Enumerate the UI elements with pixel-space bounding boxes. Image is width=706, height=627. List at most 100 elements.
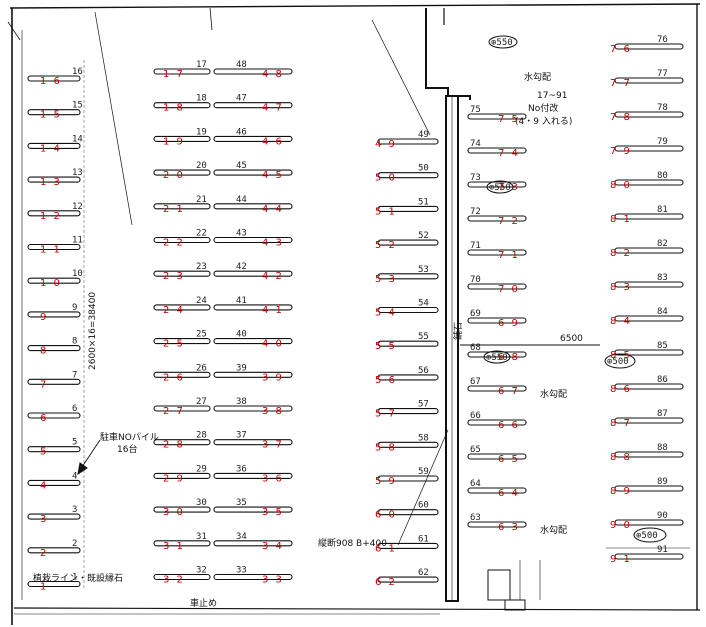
parking-number-11: 1 1 bbox=[40, 245, 62, 256]
parking-stall-85 bbox=[614, 349, 684, 356]
parking-stall-88 bbox=[614, 451, 684, 458]
drain-lower: 水勾配 bbox=[540, 524, 567, 536]
stall-label-90: 90 bbox=[657, 511, 668, 521]
stall-label-14: 14 bbox=[72, 134, 83, 144]
stall-label-50: 50 bbox=[418, 164, 429, 174]
parking-number-27: 2 7 bbox=[163, 406, 185, 417]
parking-number-6: 6 bbox=[40, 413, 48, 424]
stall-label-31: 31 bbox=[196, 532, 207, 542]
stall-label-41: 41 bbox=[236, 296, 247, 306]
stall-label-11: 11 bbox=[72, 236, 83, 246]
parking-number-33: 3 3 bbox=[262, 575, 284, 586]
parking-number-17: 1 7 bbox=[163, 69, 185, 80]
stall-label-47: 47 bbox=[236, 94, 247, 104]
parking-stall-50 bbox=[377, 172, 439, 179]
stall-label-77: 77 bbox=[657, 69, 668, 79]
parking-number-81: 8 1 bbox=[610, 214, 632, 225]
parking-stall-61 bbox=[377, 542, 439, 549]
parking-number-29: 2 9 bbox=[163, 473, 185, 484]
stall-label-67: 67 bbox=[470, 377, 481, 387]
parking-number-32: 3 2 bbox=[163, 575, 185, 586]
parking-number-70: 7 0 bbox=[498, 284, 520, 295]
stall-label-7: 7 bbox=[72, 370, 77, 380]
parking-stall-67 bbox=[467, 385, 527, 392]
parking-number-88: 8 8 bbox=[610, 452, 632, 463]
drain-mid: 水勾配 bbox=[540, 388, 567, 400]
parking-stall-13 bbox=[27, 176, 81, 183]
stall-label-33: 33 bbox=[236, 566, 247, 576]
stall-label-4: 4 bbox=[72, 471, 77, 481]
stall-label-39: 39 bbox=[236, 363, 247, 373]
parking-stall-40 bbox=[213, 338, 293, 345]
parking-number-16: 1 6 bbox=[40, 76, 62, 87]
parking-stall-12 bbox=[27, 210, 81, 217]
drain-top: 水勾配 bbox=[524, 71, 551, 83]
stall-label-22: 22 bbox=[196, 229, 207, 239]
parking-number-68: 6 8 bbox=[498, 352, 520, 363]
stall-label-15: 15 bbox=[72, 101, 83, 111]
parking-number-71: 7 1 bbox=[498, 250, 520, 261]
parking-number-54: 5 4 bbox=[375, 308, 397, 319]
svg-text:⊕550: ⊕550 bbox=[489, 183, 511, 193]
badge-top: ⊕550 bbox=[488, 35, 518, 49]
parking-number-1: 1 bbox=[40, 582, 48, 593]
parking-stall-38 bbox=[213, 405, 293, 412]
parking-stall-89 bbox=[614, 485, 684, 492]
parking-number-82: 8 2 bbox=[610, 248, 632, 259]
parking-stall-59 bbox=[377, 475, 439, 482]
parking-number-52: 5 2 bbox=[375, 240, 397, 251]
stall-label-81: 81 bbox=[657, 205, 668, 215]
parking-number-77: 7 7 bbox=[610, 78, 632, 89]
stall-label-25: 25 bbox=[196, 330, 207, 340]
parking-stall-87 bbox=[614, 417, 684, 424]
stall-label-30: 30 bbox=[196, 498, 207, 508]
parking-stall-90 bbox=[614, 519, 684, 526]
stall-label-56: 56 bbox=[418, 366, 429, 376]
parking-stall-34 bbox=[213, 540, 293, 547]
stall-label-70: 70 bbox=[470, 275, 481, 285]
parking-number-86: 8 6 bbox=[610, 384, 632, 395]
parking-stall-47 bbox=[213, 102, 293, 109]
parking-number-22: 2 2 bbox=[163, 238, 185, 249]
parking-number-91: 9 1 bbox=[610, 554, 632, 565]
stall-label-35: 35 bbox=[236, 498, 247, 508]
parking-stall-79 bbox=[614, 145, 684, 152]
parking-stall-7 bbox=[27, 378, 81, 385]
note-detail: (4・9 入れる) bbox=[515, 116, 572, 127]
stall-label-79: 79 bbox=[657, 137, 668, 147]
parking-stall-4 bbox=[27, 479, 81, 486]
stall-label-26: 26 bbox=[196, 363, 207, 373]
parking-stall-83 bbox=[614, 281, 684, 288]
stall-label-91: 91 bbox=[657, 545, 668, 555]
parking-stall-11 bbox=[27, 243, 81, 251]
parking-stall-51 bbox=[377, 205, 439, 212]
parking-stall-10 bbox=[27, 277, 81, 284]
stall-label-10: 10 bbox=[72, 269, 83, 279]
stall-label-83: 83 bbox=[657, 273, 668, 283]
parking-number-44: 4 4 bbox=[262, 204, 284, 215]
stall-label-18: 18 bbox=[196, 94, 207, 104]
parking-number-41: 4 1 bbox=[262, 305, 284, 316]
parking-stall-54 bbox=[377, 306, 439, 314]
parking-stall-62 bbox=[377, 576, 439, 583]
stall-label-85: 85 bbox=[657, 341, 668, 351]
stall-label-51: 51 bbox=[418, 197, 429, 207]
parking-stall-69 bbox=[467, 317, 527, 324]
parking-stall-22 bbox=[153, 236, 211, 244]
stall-label-55: 55 bbox=[418, 332, 429, 342]
parking-number-46: 4 6 bbox=[262, 136, 284, 147]
stall-label-78: 78 bbox=[657, 103, 668, 113]
parking-stall-57 bbox=[377, 408, 439, 415]
parking-number-35: 3 5 bbox=[262, 507, 284, 518]
parking-stall-52 bbox=[377, 239, 439, 246]
stall-label-57: 57 bbox=[418, 400, 429, 410]
parking-number-66: 6 6 bbox=[498, 420, 520, 431]
parking-number-10: 1 0 bbox=[40, 278, 62, 289]
parking-number-51: 5 1 bbox=[375, 206, 397, 217]
stall-label-43: 43 bbox=[236, 229, 247, 239]
parking-number-47: 4 7 bbox=[262, 103, 284, 114]
parking-stall-58 bbox=[377, 441, 439, 448]
dimension-6500: 6500 bbox=[560, 334, 583, 344]
parking-stall-3 bbox=[27, 513, 81, 520]
parking-number-2: 2 bbox=[40, 548, 48, 559]
